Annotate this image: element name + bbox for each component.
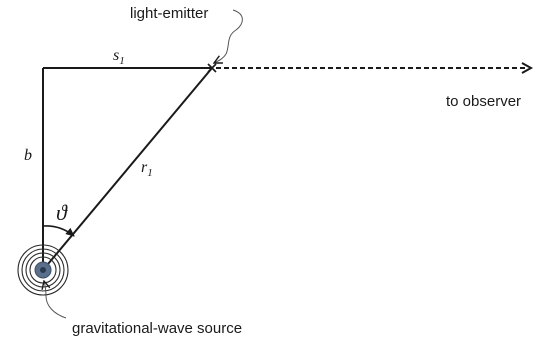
gw-source-label: gravitational-wave source (72, 320, 242, 337)
theta-symbol: ϑ (56, 200, 68, 225)
r1-segment (42, 67, 213, 271)
to-observer-label: to observer (446, 93, 521, 110)
light-emitter-label: light-emitter (130, 5, 208, 22)
observer-arrowhead (521, 62, 534, 74)
b-symbol: b (24, 147, 32, 164)
emitter-point-icon (207, 63, 217, 73)
gw-source-icon (17, 244, 69, 296)
s1-symbol: s1 (113, 47, 125, 67)
emitter-callout-arrow (214, 9, 243, 63)
source-callout-arrow (44, 281, 67, 319)
r1-symbol: r1 (141, 159, 153, 179)
theta-angle-arc (42, 225, 75, 237)
